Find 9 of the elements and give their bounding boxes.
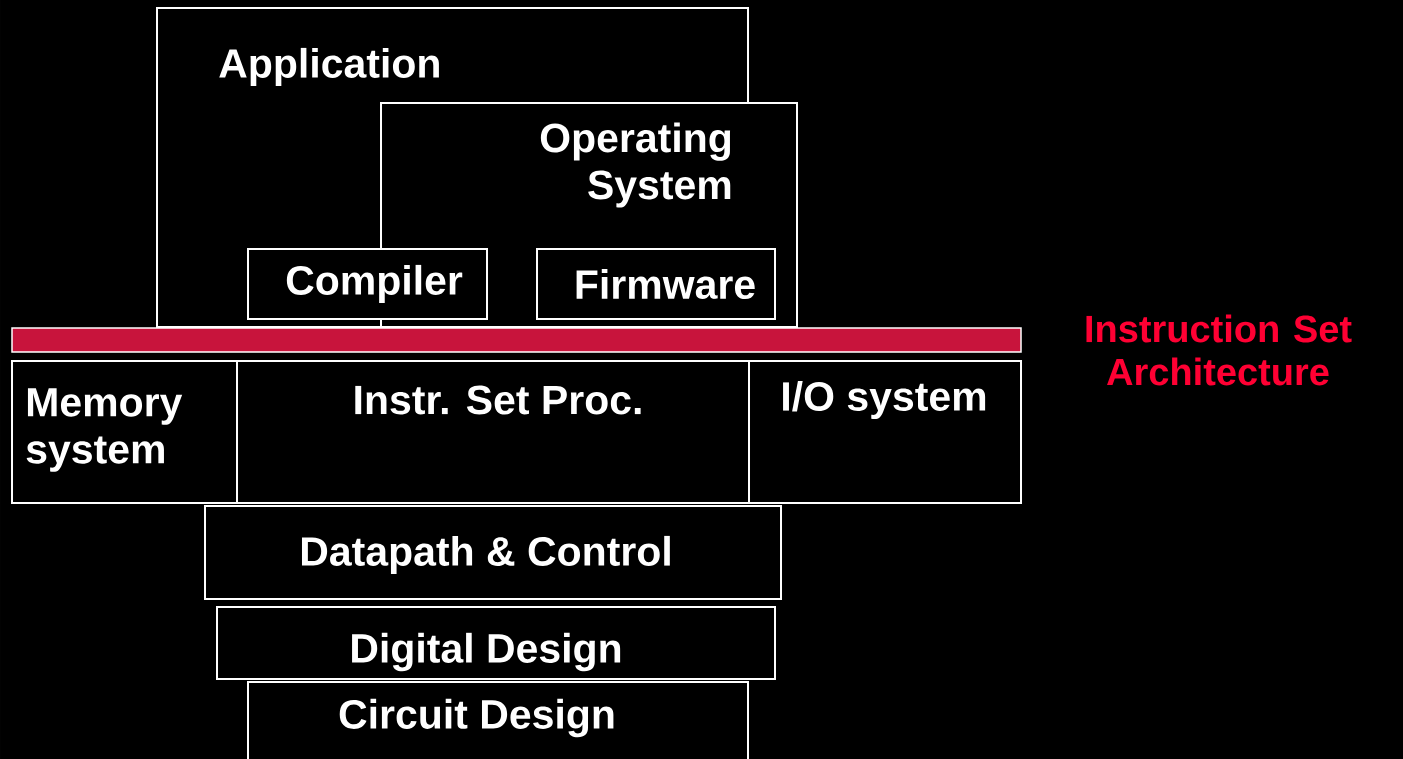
layer-box: Digital Design <box>216 606 776 680</box>
layer-box: Compiler <box>247 248 488 320</box>
layer-box: Memory system <box>11 360 238 504</box>
layer-box: Firmware <box>536 248 776 320</box>
layer-box: Circuit Design <box>247 681 749 759</box>
layer-box: I/O system <box>748 360 1022 504</box>
layer-box: Datapath & Control <box>204 505 782 600</box>
isa-band <box>11 327 1022 353</box>
layer-label: Instruction Set Architecture <box>1086 314 1352 386</box>
